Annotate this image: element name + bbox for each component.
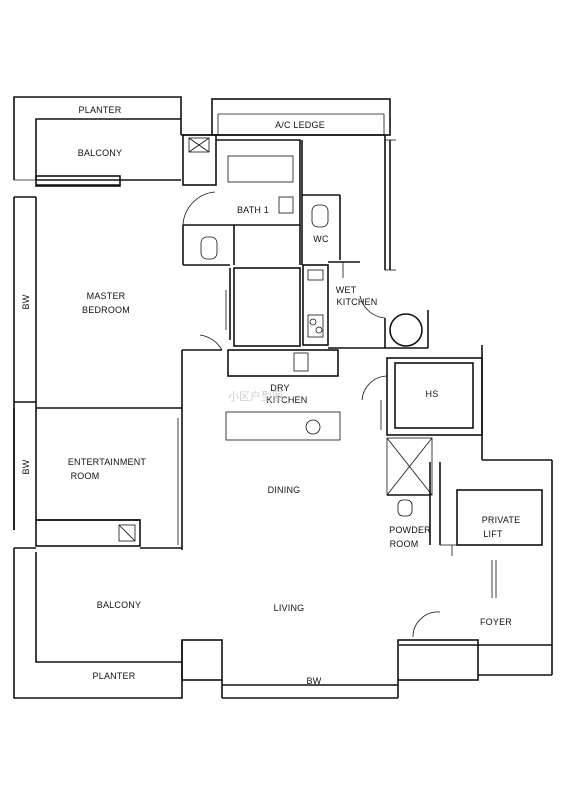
entertainment-walls xyxy=(13,408,183,550)
living-walls xyxy=(13,547,552,699)
label-hs: HS xyxy=(426,389,439,399)
watermark: 小区户型图 xyxy=(228,389,283,403)
label-bw-left-1: BW xyxy=(21,294,31,309)
label-planter-top: PLANTER xyxy=(79,105,122,115)
label-balcony-top: BALCONY xyxy=(78,148,122,158)
label-wet-kitchen-2: KITCHEN xyxy=(337,297,378,307)
label-bath1: BATH 1 xyxy=(237,205,269,215)
label-master-1: MASTER xyxy=(87,291,126,301)
label-lift-2: LIFT xyxy=(483,529,503,539)
label-entertainment-1: ENTERTAINMENT xyxy=(68,457,147,467)
label-dry-kitchen-2: KITCHEN xyxy=(267,395,308,405)
label-ac-ledge: A/C LEDGE xyxy=(275,120,325,130)
room-labels: PLANTER A/C LEDGE BALCONY BATH 1 WC WET … xyxy=(21,105,520,686)
label-wc: WC xyxy=(313,234,329,244)
kitchen-walls xyxy=(225,261,429,441)
label-living: LIVING xyxy=(274,603,305,613)
label-dining: DINING xyxy=(268,485,301,495)
label-wet-kitchen-1: WET xyxy=(336,285,357,295)
label-entertainment-2: ROOM xyxy=(71,471,100,481)
walls xyxy=(13,96,396,271)
label-powder-2: ROOM xyxy=(390,539,419,549)
master-bedroom-walls xyxy=(13,191,301,530)
label-foyer: FOYER xyxy=(480,617,512,627)
label-master-2: BEDROOM xyxy=(82,305,130,315)
label-powder-1: POWDER xyxy=(389,525,431,535)
label-lift-1: PRIVATE xyxy=(482,515,521,525)
label-dry-kitchen-1: DRY xyxy=(270,383,289,393)
label-planter-bottom: PLANTER xyxy=(93,671,136,681)
label-bw-left-2: BW xyxy=(21,459,31,474)
label-balcony-bottom: BALCONY xyxy=(97,600,141,610)
service-walls xyxy=(361,345,553,675)
label-bw-bottom: BW xyxy=(307,676,322,686)
